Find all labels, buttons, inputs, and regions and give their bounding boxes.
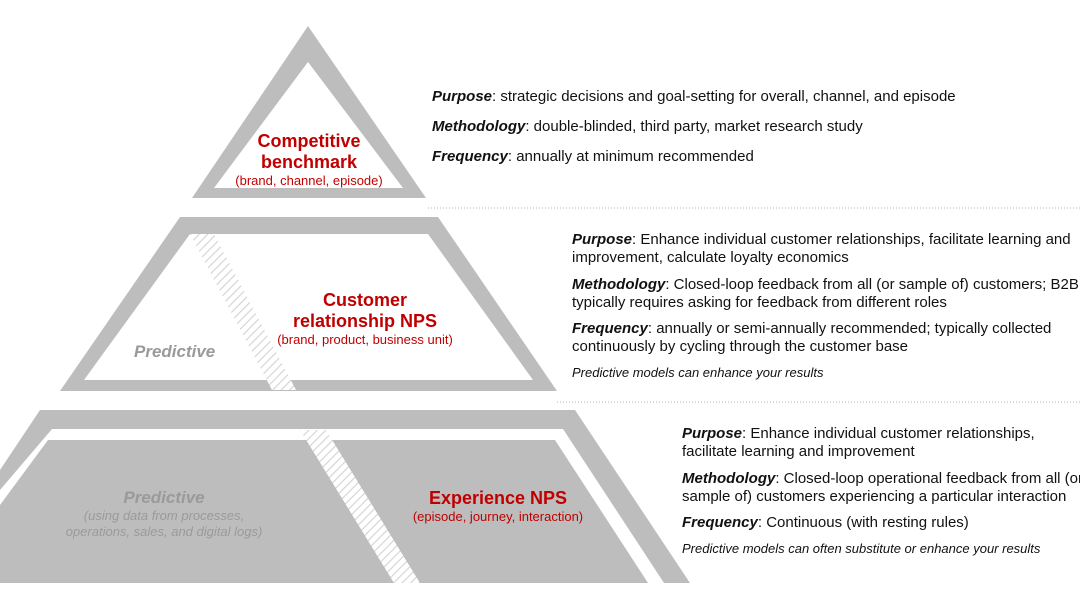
tier3-methodology: Methodology: Closed-loop operational fee… xyxy=(682,470,1080,506)
tier3-predictive: Predictive (using data from processes, o… xyxy=(44,488,284,540)
tier3-purpose-text-1: : Enhance individual customer relationsh… xyxy=(742,425,1035,442)
tier3-purpose: Purpose: Enhance individual customer rel… xyxy=(682,425,1080,461)
tier1-label: Competitive benchmark (brand, channel, e… xyxy=(214,131,404,189)
tier1-subtitle: (brand, channel, episode) xyxy=(235,173,383,188)
tier1-purpose: Purpose: strategic decisions and goal-se… xyxy=(432,88,1077,106)
tier3-hatched-divider xyxy=(300,430,420,583)
tier3-title: Experience NPS xyxy=(428,488,568,508)
tier3-predictive-sub-2: operations, sales, and digital logs) xyxy=(65,524,263,539)
tier3-label: Experience NPS (episode, journey, intera… xyxy=(398,488,598,525)
tier1-methodology-label: Methodology xyxy=(432,118,526,135)
tier1-methodology-text: : double-blinded, third party, market re… xyxy=(525,118,863,135)
tier2-title-line1: Customer xyxy=(322,290,407,310)
tier2-label: Customer relationship NPS (brand, produc… xyxy=(260,290,470,348)
tier3-methodology-text-2: sample of) customers experiencing a part… xyxy=(682,488,1067,505)
tier2-hatched-divider xyxy=(190,234,296,390)
tier3-description: Purpose: Enhance individual customer rel… xyxy=(682,425,1080,557)
tier2-purpose: Purpose: Enhance individual customer rel… xyxy=(572,231,1080,267)
tier2-purpose-text-1: : Enhance individual customer relationsh… xyxy=(632,231,1071,248)
tier2-purpose-label: Purpose xyxy=(572,231,633,248)
tier2-frequency-text-1: : annually or semi-annually recommended;… xyxy=(647,320,1052,337)
tier2-frequency-label: Frequency xyxy=(572,320,648,337)
tier3-methodology-label: Methodology xyxy=(682,470,776,487)
tier2-methodology-label: Methodology xyxy=(572,276,666,293)
tier2-methodology-text-1: : Closed-loop feedback from all (or samp… xyxy=(665,276,1079,293)
tier2-description: Purpose: Enhance individual customer rel… xyxy=(572,231,1080,381)
tier3-methodology-text-1: : Closed-loop operational feedback from … xyxy=(775,470,1080,487)
tier2-purpose-text-2: improvement, calculate loyalty economics xyxy=(572,249,849,266)
tier2-note: Predictive models can enhance your resul… xyxy=(572,365,824,380)
tier1-frequency-text: : annually at minimum recommended xyxy=(507,148,754,165)
tier1-frequency: Frequency: annually at minimum recommend… xyxy=(432,148,1077,166)
tier3-note: Predictive models can often substitute o… xyxy=(682,541,1041,556)
tier1-purpose-text: : strategic decisions and goal-setting f… xyxy=(492,88,956,105)
tier3-subtitle: (episode, journey, interaction) xyxy=(412,509,584,524)
tier2-methodology: Methodology: Closed-loop feedback from a… xyxy=(572,276,1080,312)
tier2-methodology-text-2: typically requires asking for feedback f… xyxy=(572,294,947,311)
tier1-description: Purpose: strategic decisions and goal-se… xyxy=(432,88,1077,166)
tier3-predictive-sub-1: (using data from processes, xyxy=(83,508,245,523)
tier1-title-line1: Competitive xyxy=(257,131,361,151)
tier3-purpose-label: Purpose xyxy=(682,425,743,442)
tier2-title-line2: relationship NPS xyxy=(292,311,438,331)
tier3-frequency-text: : Continuous (with resting rules) xyxy=(757,514,969,531)
tier2-predictive-label: Predictive xyxy=(134,342,216,361)
tier1-frequency-label: Frequency xyxy=(432,148,508,165)
tier3-predictive-label: Predictive xyxy=(123,488,205,507)
tier3-frequency-label: Frequency xyxy=(682,514,758,531)
tier1-frame xyxy=(192,26,426,198)
tier3-purpose-text-2: facilitate learning and improvement xyxy=(682,443,915,460)
tier1-methodology: Methodology: double-blinded, third party… xyxy=(432,118,1077,136)
tier1-purpose-label: Purpose xyxy=(432,88,493,105)
tier2-subtitle: (brand, product, business unit) xyxy=(277,332,453,347)
tier3-frequency: Frequency: Continuous (with resting rule… xyxy=(682,514,1080,532)
tier1-title-line2: benchmark xyxy=(260,152,358,172)
tier2-frequency-text-2: continuously by cycling through the cust… xyxy=(572,338,909,355)
tier2-frequency: Frequency: annually or semi-annually rec… xyxy=(572,320,1080,356)
